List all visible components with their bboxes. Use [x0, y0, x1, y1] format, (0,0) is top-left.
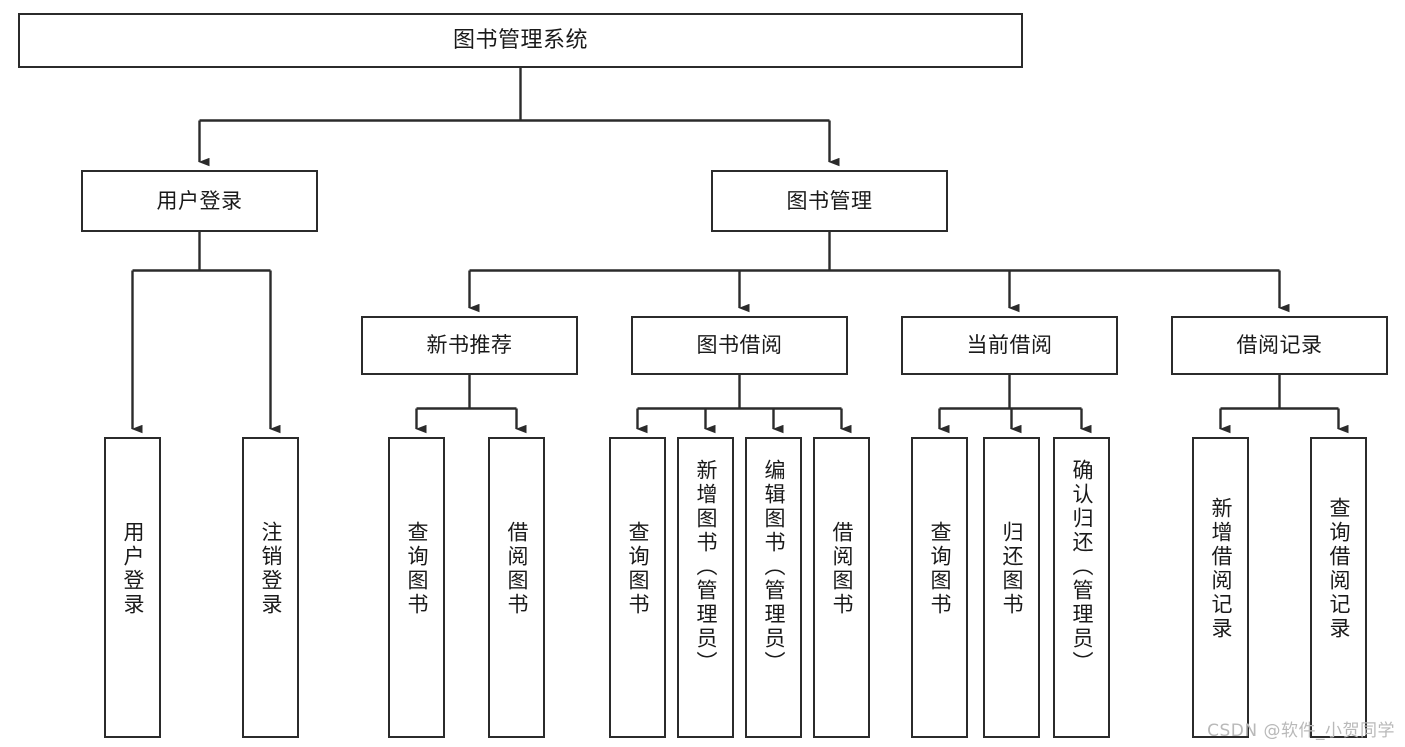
node-leaf-confirm-return[interactable]: 确认归还（管理员）	[1053, 437, 1110, 738]
node-label: 新书推荐	[426, 333, 513, 358]
node-label: 新增借阅记录	[1209, 497, 1233, 641]
node-current-borrow[interactable]: 当前借阅	[901, 316, 1118, 375]
node-label: 借阅记录	[1236, 333, 1323, 358]
node-leaf-user-login[interactable]: 用户登录	[104, 437, 161, 738]
node-label: 查询图书	[405, 521, 429, 617]
node-label: 确认归还（管理员）	[1070, 459, 1094, 675]
node-label: 图书管理	[786, 188, 873, 213]
node-leaf-add-record[interactable]: 新增借阅记录	[1192, 437, 1249, 738]
node-book-manage[interactable]: 图书管理	[711, 170, 948, 232]
node-label: 图书管理系统	[452, 27, 588, 53]
node-label: 查询图书	[928, 521, 952, 617]
node-label: 借阅图书	[830, 521, 854, 617]
node-label: 查询图书	[626, 521, 650, 617]
node-new-book-recommend[interactable]: 新书推荐	[361, 316, 578, 375]
node-leaf-query-record[interactable]: 查询借阅记录	[1310, 437, 1367, 738]
node-leaf-add-book[interactable]: 新增图书（管理员）	[677, 437, 734, 738]
node-label: 编辑图书（管理员）	[762, 459, 786, 675]
node-leaf-query-book-2[interactable]: 查询图书	[609, 437, 666, 738]
node-leaf-query-book-3[interactable]: 查询图书	[911, 437, 968, 738]
node-leaf-query-book-1[interactable]: 查询图书	[388, 437, 445, 738]
node-label: 查询借阅记录	[1327, 497, 1351, 641]
node-label: 归还图书	[1000, 521, 1024, 617]
node-borrow-record[interactable]: 借阅记录	[1171, 316, 1388, 375]
node-leaf-borrow-book-2[interactable]: 借阅图书	[813, 437, 870, 738]
node-user-login[interactable]: 用户登录	[81, 170, 318, 232]
watermark-text: CSDN @软件_小贺同学	[1207, 721, 1395, 741]
node-label: 图书借阅	[696, 333, 783, 358]
node-label: 注销登录	[259, 521, 283, 617]
node-label: 新增图书（管理员）	[694, 459, 718, 675]
node-leaf-return-book[interactable]: 归还图书	[983, 437, 1040, 738]
node-label: 用户登录	[156, 188, 243, 213]
node-leaf-logout[interactable]: 注销登录	[242, 437, 299, 738]
node-label: 借阅图书	[505, 521, 529, 617]
node-root-system[interactable]: 图书管理系统	[18, 13, 1023, 68]
node-leaf-edit-book[interactable]: 编辑图书（管理员）	[745, 437, 802, 738]
node-label: 当前借阅	[966, 333, 1053, 358]
node-leaf-borrow-book-1[interactable]: 借阅图书	[488, 437, 545, 738]
node-book-borrow[interactable]: 图书借阅	[631, 316, 848, 375]
node-label: 用户登录	[121, 521, 145, 617]
